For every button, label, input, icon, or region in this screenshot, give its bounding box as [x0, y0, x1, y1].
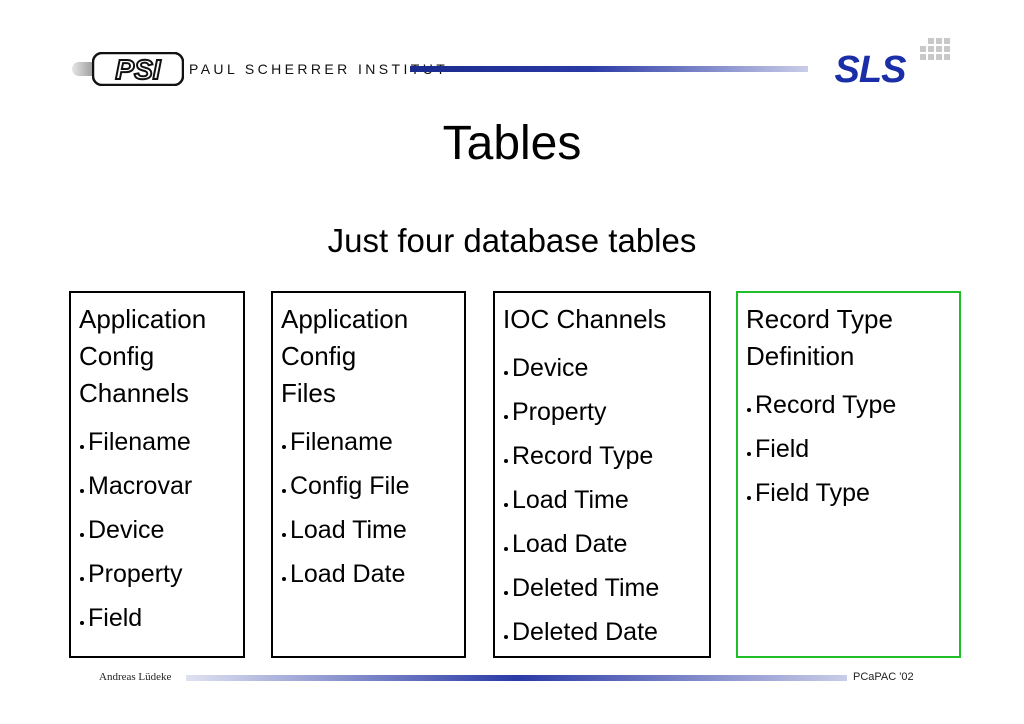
bullet-icon [504, 547, 508, 551]
field-item: Property [503, 390, 709, 434]
field-item: Config File [281, 464, 464, 508]
bullet-icon [504, 371, 508, 375]
field-label: Load Date [290, 560, 406, 588]
field-label: Record Type [755, 391, 897, 419]
field-item: Deleted Date [503, 610, 709, 654]
bullet-icon [80, 621, 84, 625]
sls-logo: SLS [835, 38, 950, 88]
field-label: Device [88, 516, 165, 544]
field-label: Record Type [512, 442, 654, 470]
footer-conference: PCaPAC '02 [853, 671, 914, 683]
bullet-icon [504, 635, 508, 639]
field-label: Filename [290, 428, 393, 456]
field-item: Device [79, 508, 243, 552]
table-box-app-config-channels: Application Config Channels Filename Mac… [69, 291, 245, 658]
field-label: Field [755, 435, 810, 463]
bullet-icon [747, 496, 751, 500]
slide-title: Tables [442, 117, 582, 170]
field-list: Filename Config File Load Time Load Date [281, 420, 464, 596]
table-title: Record Type Definition [746, 304, 893, 371]
table-title: Application Config Files [281, 304, 409, 408]
field-label: Device [512, 354, 589, 382]
psi-logo: PSI [92, 52, 184, 86]
bullet-icon [80, 577, 84, 581]
field-label: Deleted Time [512, 574, 660, 602]
header-left-bar [72, 62, 94, 76]
field-item: Record Type [746, 383, 959, 427]
field-item: Filename [281, 420, 464, 464]
field-item: Deleted Time [503, 566, 709, 610]
bullet-icon [80, 533, 84, 537]
institute-name: PAUL SCHERRER INSTITUT [189, 61, 449, 77]
bullet-icon [504, 415, 508, 419]
field-label: Load Date [512, 530, 628, 558]
field-label: Load Time [290, 516, 407, 544]
bullet-icon [747, 452, 751, 456]
field-label: Config File [290, 472, 410, 500]
field-label: Property [512, 398, 607, 426]
bullet-icon [282, 577, 286, 581]
field-item: Filename [79, 420, 243, 464]
field-label: Load Time [512, 486, 629, 514]
sls-logo-grid [920, 38, 950, 60]
field-label: Filename [88, 428, 191, 456]
field-list: Filename Macrovar Device Property Field [79, 420, 243, 640]
field-item: Load Date [503, 522, 709, 566]
table-box-record-type-definition: Record Type Definition Record Type Field… [736, 291, 961, 658]
field-item: Record Type [503, 434, 709, 478]
field-item: Field [746, 427, 959, 471]
bullet-icon [80, 489, 84, 493]
field-label: Deleted Date [512, 618, 658, 646]
field-item: Field Type [746, 471, 959, 515]
bullet-icon [282, 489, 286, 493]
field-label: Property [88, 560, 183, 588]
field-item: Property [79, 552, 243, 596]
bullet-icon [504, 503, 508, 507]
psi-logo-text: PSI [115, 54, 161, 85]
field-list: Record Type Field Field Type [746, 383, 959, 515]
bullet-icon [747, 408, 751, 412]
table-box-app-config-files: Application Config Files Filename Config… [271, 291, 466, 658]
field-item: Device [503, 346, 709, 390]
field-label: Macrovar [88, 472, 193, 500]
field-label: Field Type [755, 479, 870, 507]
field-list: Device Property Record Type Load Time Lo… [503, 346, 709, 654]
bullet-icon [282, 533, 286, 537]
table-box-ioc-channels: IOC Channels Device Property Record Type… [493, 291, 711, 658]
field-item: Load Time [503, 478, 709, 522]
bullet-icon [504, 591, 508, 595]
header-gradient-bar [410, 66, 808, 72]
bullet-icon [80, 445, 84, 449]
slide-subtitle: Just four database tables [327, 222, 697, 259]
table-title: Application Config Channels [79, 304, 207, 408]
field-item: Field [79, 596, 243, 640]
sls-logo-text: SLS [835, 49, 907, 88]
footer-author: Andreas Lüdeke [99, 671, 172, 683]
bullet-icon [282, 445, 286, 449]
field-item: Load Time [281, 508, 464, 552]
field-label: Field [88, 604, 143, 632]
field-item: Load Date [281, 552, 464, 596]
table-title: IOC Channels [503, 304, 667, 334]
bullet-icon [504, 459, 508, 463]
field-item: Macrovar [79, 464, 243, 508]
footer-gradient-bar [186, 675, 847, 681]
